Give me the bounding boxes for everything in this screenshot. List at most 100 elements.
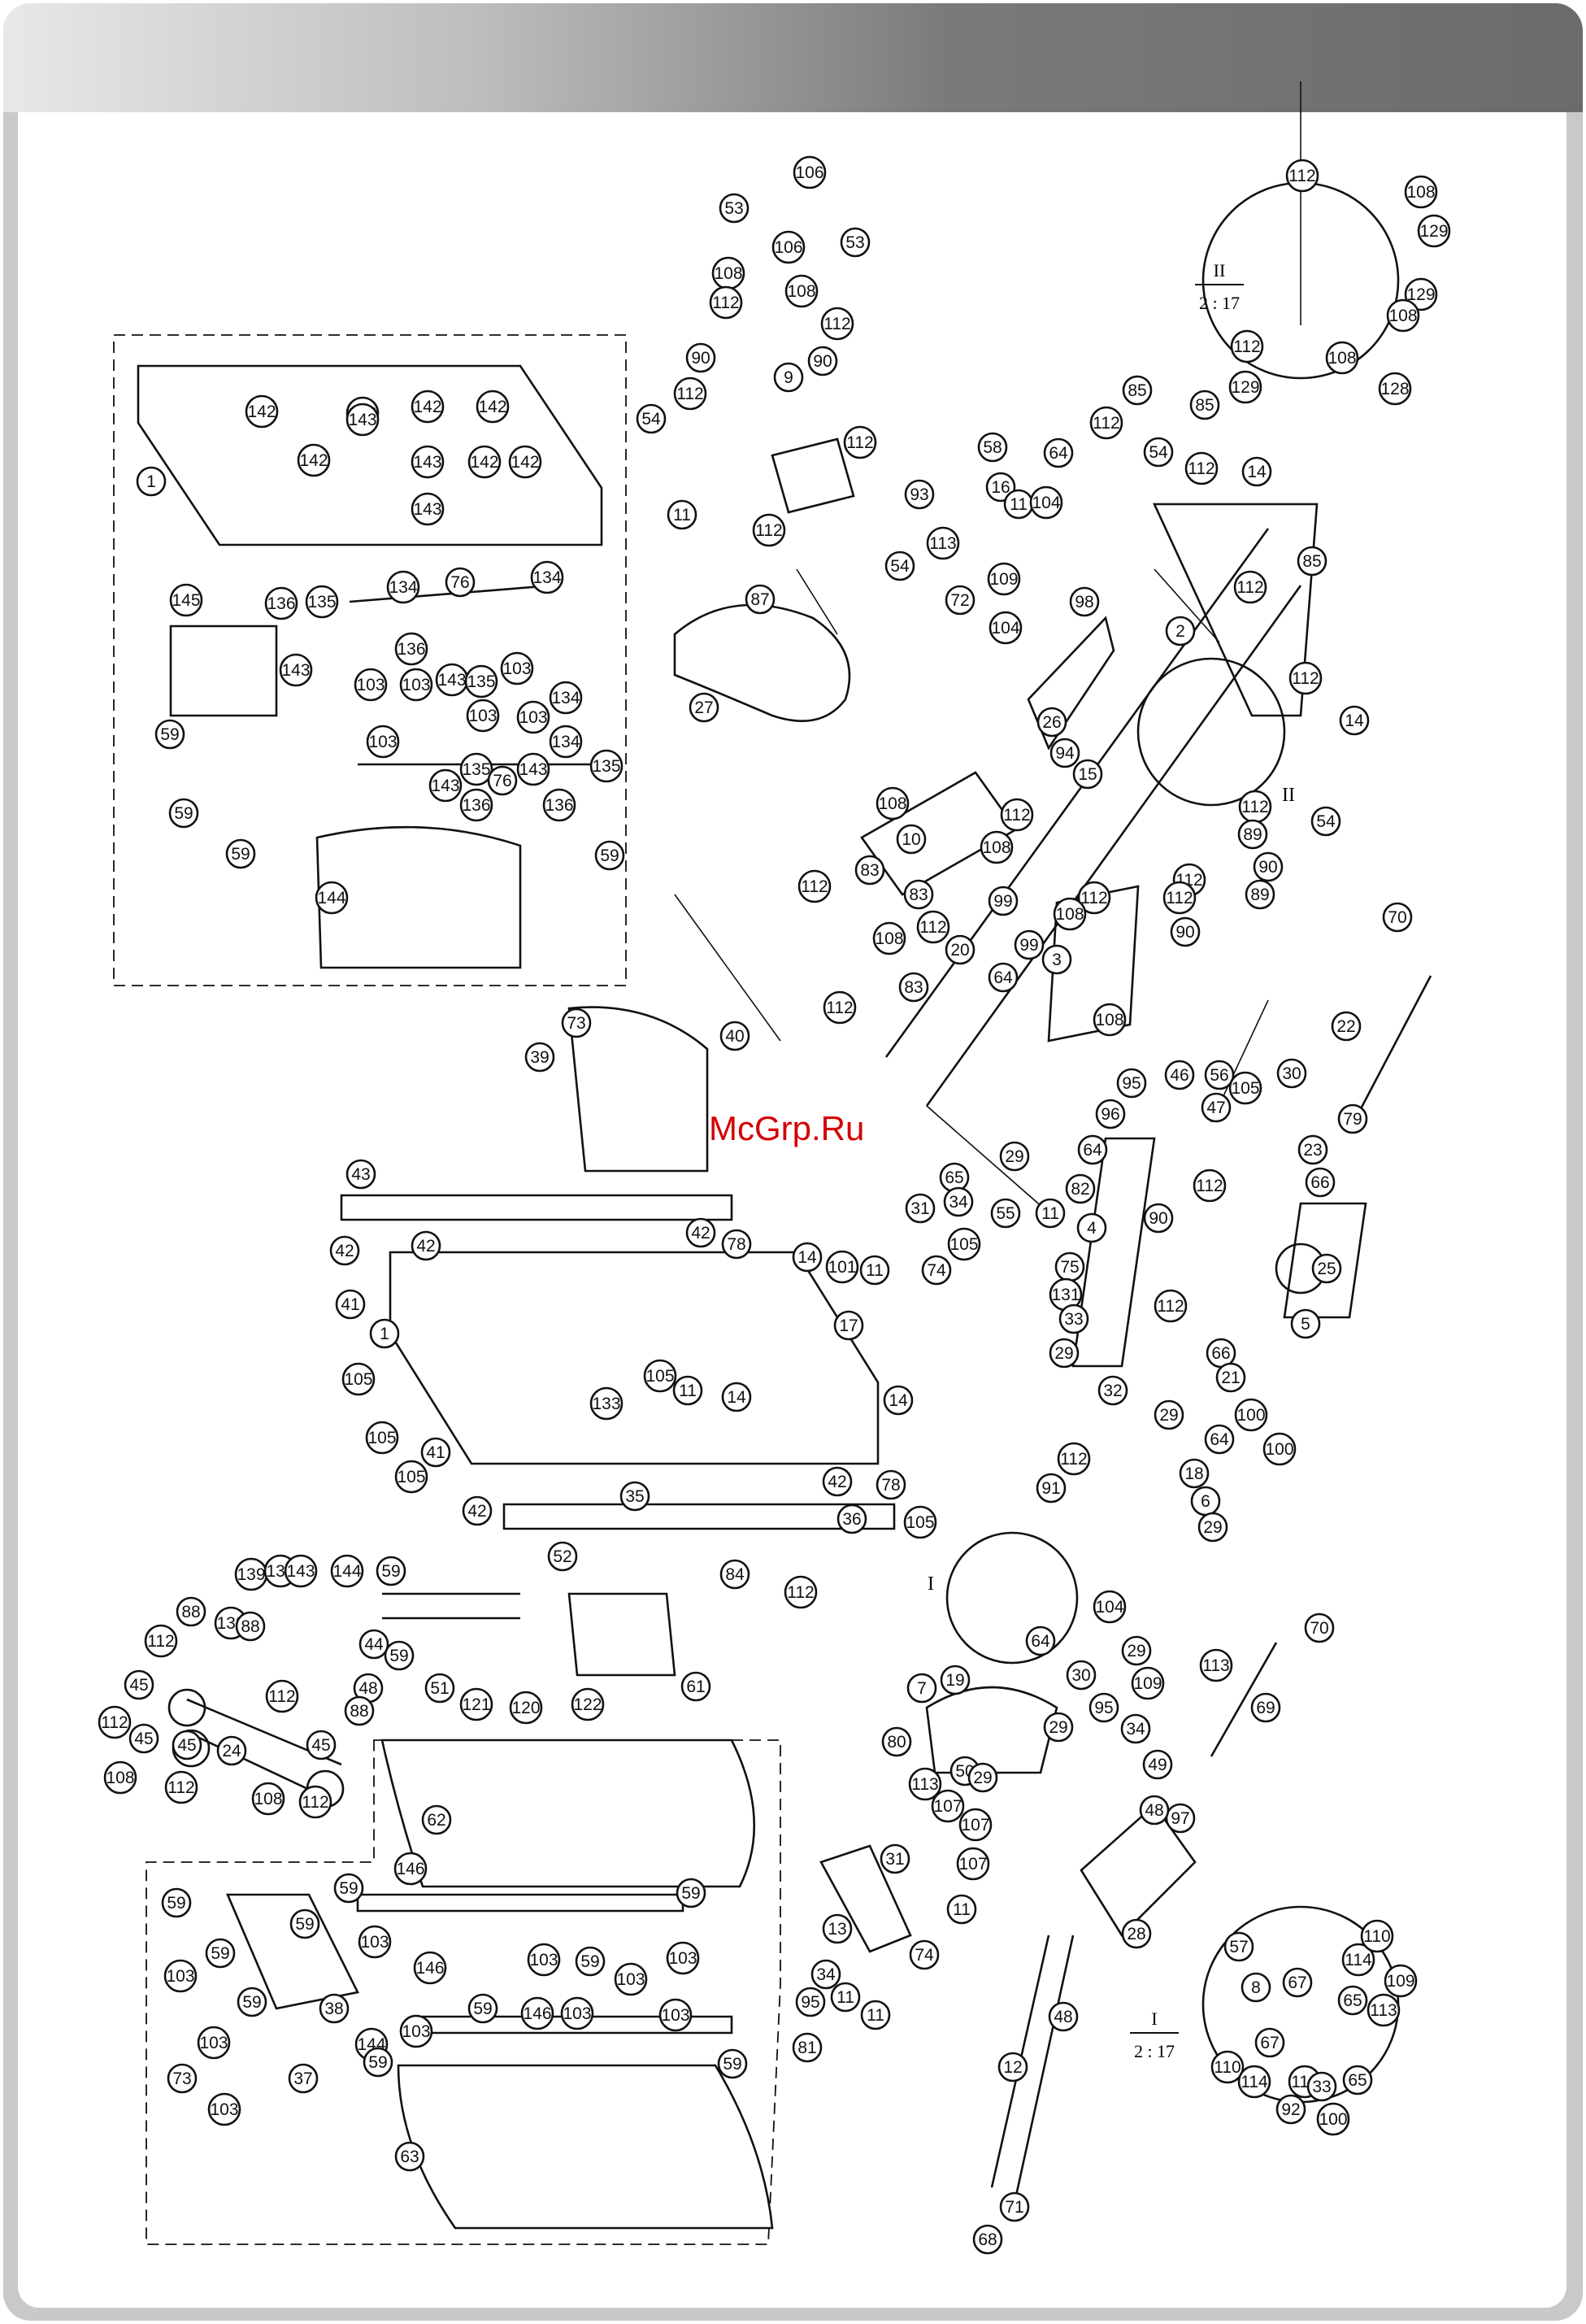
callout-c256: 103 bbox=[666, 1941, 700, 1975]
callout-label: 64 bbox=[1083, 1141, 1102, 1160]
callout-c166: 21 bbox=[1215, 1362, 1246, 1393]
callout-c186: 36 bbox=[836, 1504, 867, 1534]
callout-c15: 11 bbox=[667, 499, 697, 530]
callout-label: 65 bbox=[1348, 2071, 1367, 2090]
callout-label: 134 bbox=[532, 568, 561, 587]
callout-label: 19 bbox=[945, 1671, 964, 1690]
callout-label: 20 bbox=[950, 941, 969, 960]
callout-c19: 27 bbox=[689, 692, 719, 723]
shroud-63 bbox=[397, 2064, 774, 2230]
callout-label: 92 bbox=[1281, 2100, 1300, 2119]
callout-c297: 110 bbox=[1360, 1919, 1394, 1953]
callout-c135: 23 bbox=[1297, 1134, 1328, 1165]
watermark: McGrp.Ru bbox=[709, 1109, 865, 1147]
callout-label: 112 bbox=[1196, 1177, 1223, 1195]
callout-label: 72 bbox=[950, 591, 969, 610]
callout-label: 109 bbox=[1133, 1674, 1162, 1693]
callout-label: 101 bbox=[828, 1258, 856, 1277]
callout-c32: 136 bbox=[264, 586, 298, 620]
callout-c151: 42 bbox=[329, 1235, 360, 1266]
callout-label: 110 bbox=[1214, 2058, 1241, 2077]
callout-label: 14 bbox=[1345, 712, 1364, 730]
callout-c1: 53 bbox=[719, 193, 750, 224]
callout-label: 76 bbox=[450, 573, 469, 592]
callout-c271: 48 bbox=[1048, 2001, 1079, 2032]
callout-label: 61 bbox=[686, 1678, 705, 1696]
callout-label: 100 bbox=[1265, 1440, 1293, 1459]
callout-label: 143 bbox=[431, 777, 459, 795]
callout-label: 134 bbox=[551, 689, 580, 707]
callout-c172: 11 bbox=[672, 1375, 703, 1406]
callout-label: 65 bbox=[1343, 1991, 1362, 2010]
callout-c299: 109 bbox=[1384, 1964, 1418, 1998]
callout-c285: 103 bbox=[658, 1998, 693, 2032]
callout-c229: 30 bbox=[1066, 1660, 1097, 1691]
callout-label: 84 bbox=[725, 1565, 745, 1584]
callout-label: 120 bbox=[511, 1699, 540, 1717]
callout-c92: 26 bbox=[1036, 707, 1067, 738]
callout-c247: 48 bbox=[1139, 1795, 1170, 1826]
callout-c240: 113 bbox=[908, 1767, 942, 1801]
callout-c40: 136 bbox=[394, 632, 428, 666]
callout-c5: 108 bbox=[711, 256, 745, 290]
callout-c276: 38 bbox=[319, 1993, 350, 2024]
callout-c230: 109 bbox=[1131, 1666, 1165, 1700]
callout-label: 74 bbox=[927, 1261, 946, 1280]
callout-label: 54 bbox=[1316, 812, 1336, 831]
callout-c302: 114 bbox=[1237, 2065, 1271, 2099]
callout-c7: 108 bbox=[784, 274, 819, 308]
callout-c213: 112 bbox=[144, 1624, 178, 1658]
callout-c141: 65 bbox=[939, 1162, 970, 1193]
callout-label: 31 bbox=[910, 1199, 929, 1218]
callout-c67: 129 bbox=[1228, 370, 1262, 404]
callout-label: 23 bbox=[1303, 1141, 1322, 1160]
callout-label: 79 bbox=[1343, 1110, 1362, 1129]
callout-label: 44 bbox=[364, 1635, 384, 1654]
callout-c91: 14 bbox=[1339, 705, 1370, 736]
callout-c31: 145 bbox=[169, 583, 203, 617]
callout-c243: 70 bbox=[1304, 1612, 1335, 1643]
callout-label: 146 bbox=[415, 1959, 444, 1978]
callout-c64: 129 bbox=[1404, 277, 1438, 311]
callout-c42: 135 bbox=[464, 664, 498, 699]
callout-c234: 7 bbox=[906, 1673, 937, 1704]
callout-label: 104 bbox=[991, 619, 1019, 638]
callout-c11: 90 bbox=[807, 346, 838, 376]
callout-c147: 4 bbox=[1076, 1212, 1107, 1243]
callout-c104: 10 bbox=[896, 824, 927, 855]
callout-c127: 46 bbox=[1164, 1060, 1195, 1090]
callout-label: 65 bbox=[945, 1169, 963, 1187]
callout-c159: 17 bbox=[833, 1310, 864, 1341]
callout-label: 11 bbox=[673, 506, 691, 524]
callout-c33: 135 bbox=[305, 585, 339, 619]
callout-label: 7 bbox=[917, 1679, 927, 1698]
callout-label: 136 bbox=[545, 796, 573, 815]
callout-label: 78 bbox=[881, 1476, 900, 1495]
callout-c237: 29 bbox=[1043, 1712, 1074, 1743]
callout-c269: 81 bbox=[792, 2032, 823, 2063]
upper-adjust-bracket bbox=[771, 437, 855, 514]
callout-c79: 93 bbox=[904, 479, 935, 510]
callout-c74: 54 bbox=[1143, 437, 1174, 468]
callout-label: 142 bbox=[470, 453, 498, 472]
callout-label: 112 bbox=[787, 1583, 814, 1602]
callout-label: 103 bbox=[502, 659, 531, 678]
callout-c109: 83 bbox=[903, 879, 934, 910]
callout-label: 70 bbox=[1310, 1619, 1328, 1638]
callout-c160: 75 bbox=[1054, 1251, 1085, 1282]
callout-label: 45 bbox=[177, 1736, 196, 1755]
callout-label: 108 bbox=[1327, 349, 1356, 368]
callout-label: 104 bbox=[1032, 494, 1060, 512]
callout-c73: 112 bbox=[1184, 451, 1219, 485]
callout-label: 66 bbox=[1211, 1344, 1230, 1363]
callout-label: 40 bbox=[725, 1027, 744, 1046]
callout-label: 128 bbox=[1380, 380, 1409, 398]
callout-c57: 136 bbox=[542, 788, 576, 822]
callout-label: 90 bbox=[1149, 1209, 1167, 1228]
callout-label: 33 bbox=[1064, 1310, 1083, 1329]
callout-c281: 103 bbox=[207, 2092, 241, 2126]
callout-label: 57 bbox=[1229, 1938, 1248, 1956]
callout-c231: 113 bbox=[1199, 1648, 1233, 1682]
callout-label: 3 bbox=[1052, 951, 1062, 969]
callout-c228: 29 bbox=[1121, 1635, 1152, 1666]
